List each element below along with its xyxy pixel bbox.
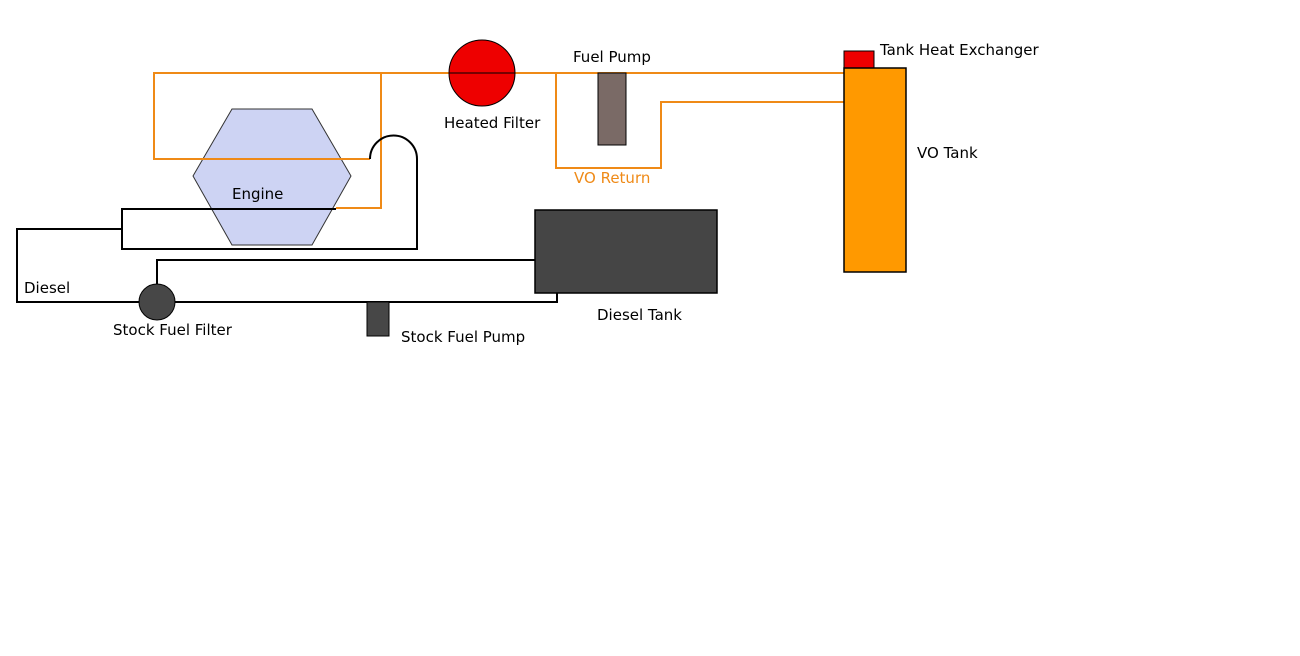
diesel-return-line — [121, 134, 418, 250]
diesel-lines — [16, 134, 558, 303]
diesel-label: Diesel — [24, 279, 70, 297]
engine-shape — [192, 108, 352, 246]
diesel-tank-label: Diesel Tank — [597, 306, 682, 324]
fuel-pump — [597, 72, 627, 146]
vo-return-line — [555, 73, 845, 169]
diesel-tank — [534, 209, 718, 294]
engine-label: Engine — [232, 185, 283, 203]
fuel-pump-label: Fuel Pump — [573, 48, 651, 66]
tank-heat-exchanger-label: Tank Heat Exchanger — [879, 41, 1039, 59]
stock-fuel-pump — [366, 301, 390, 337]
vo-tank — [843, 67, 907, 273]
vo-tank-label: VO Tank — [917, 144, 978, 162]
heated-filter-label: Heated Filter — [444, 114, 541, 132]
stock-fuel-filter-label: Stock Fuel Filter — [113, 321, 233, 339]
vo-return-label: VO Return — [574, 169, 650, 187]
tank-heat-exchanger — [843, 50, 875, 69]
diesel-tank-line — [156, 259, 535, 285]
vo-engine-feed-line — [336, 73, 382, 209]
diesel-feed-line — [16, 228, 558, 303]
stock-fuel-pump-label: Stock Fuel Pump — [401, 328, 525, 346]
stock-fuel-filter — [138, 283, 176, 321]
